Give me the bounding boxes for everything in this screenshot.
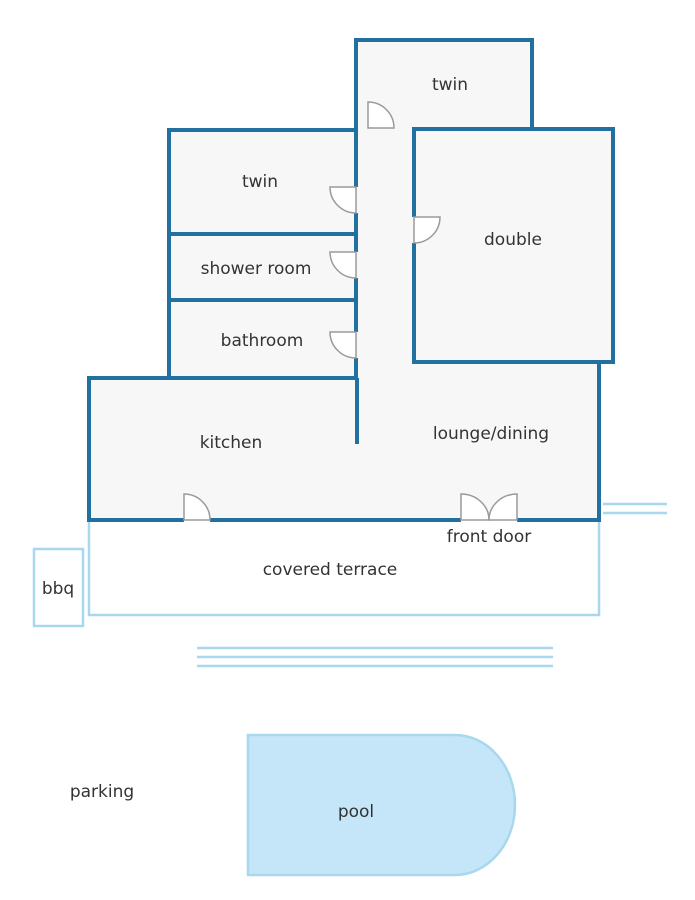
pool-shape (246, 733, 517, 877)
side-steps (603, 502, 667, 515)
label-front-door: front door (447, 527, 531, 547)
room-label-twin-top: twin (432, 75, 468, 95)
terrace-steps (197, 646, 553, 668)
room-label-kitchen: kitchen (200, 433, 263, 453)
room-label-shower-room: shower room (201, 259, 312, 279)
room-label-twin-left: twin (242, 172, 278, 192)
room-label-double: double (484, 230, 542, 250)
bbq-box (32, 547, 85, 628)
walls (87, 38, 615, 522)
room-label-bathroom: bathroom (221, 331, 304, 351)
covered-terrace-outline (87, 518, 601, 617)
label-bbq: bbq (42, 579, 74, 599)
door-swings (183, 101, 518, 521)
label-covered-terrace: covered terrace (263, 560, 398, 580)
room-label-lounge-dining: lounge/dining (433, 424, 549, 444)
label-pool: pool (338, 802, 374, 822)
label-parking: parking (70, 782, 134, 802)
room-floors (89, 40, 613, 520)
